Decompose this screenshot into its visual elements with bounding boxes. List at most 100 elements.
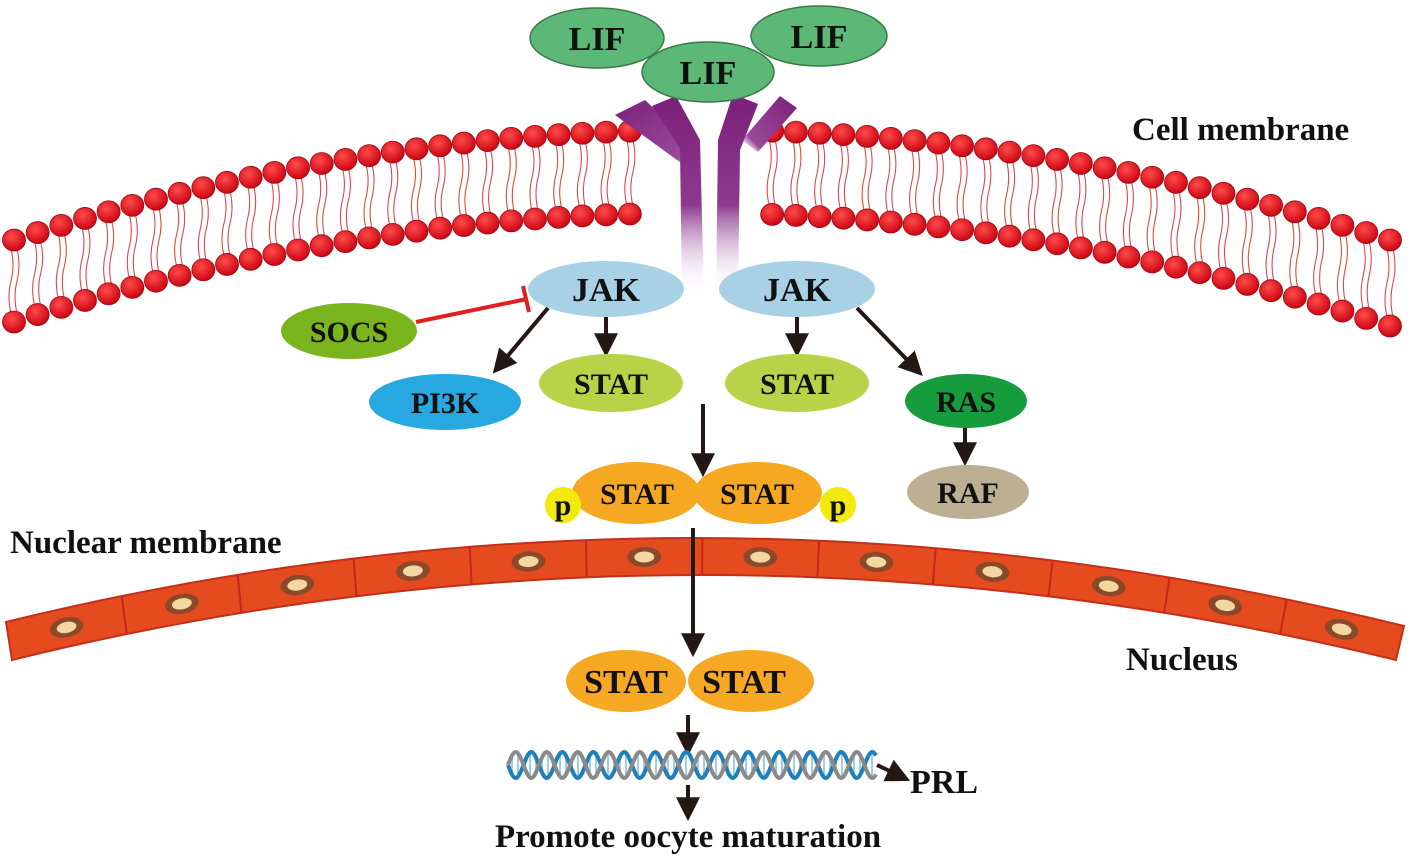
- lipid-tail: [1241, 208, 1247, 276]
- lipid-head-inner: [73, 289, 97, 312]
- lipid-tail: [511, 147, 517, 213]
- cell-border: [1279, 599, 1288, 635]
- lipid-tail: [1319, 227, 1325, 296]
- arrow-dna-prl: [876, 759, 911, 782]
- membrane-cell-nucleus: [859, 552, 894, 573]
- lipid-head-inner: [1330, 299, 1355, 323]
- lipid-head-inner: [973, 221, 998, 245]
- lipid-tail: [38, 241, 44, 306]
- jak-right: JAK: [719, 261, 875, 317]
- lipid-tail: [1051, 168, 1057, 235]
- lipid-tail: [630, 140, 636, 206]
- lipid-tail: [1289, 220, 1295, 289]
- lif-label: LIF: [680, 55, 737, 92]
- lipid-head-outer: [451, 131, 476, 155]
- membrane-cell-nucleus: [1324, 618, 1359, 640]
- lipid-head-outer: [262, 160, 287, 184]
- lipid-head-outer: [215, 170, 239, 194]
- dimer-stat-left-label: STAT: [600, 478, 674, 511]
- lipid-tail: [861, 145, 867, 212]
- lipid-head-inner: [96, 282, 121, 306]
- lipid-head-inner: [144, 269, 168, 293]
- lipid-tail: [1146, 186, 1152, 254]
- lipid-head-inner: [1045, 232, 1070, 256]
- lipid-tail: [535, 145, 541, 211]
- lipid-tail: [891, 147, 897, 214]
- lipid-tail: [1128, 181, 1134, 249]
- lipid-head-inner: [262, 243, 287, 266]
- outcome-label: Promote oocyte maturation: [495, 819, 881, 855]
- lipid-head-inner: [1306, 292, 1331, 316]
- cell-membrane-label: Cell membrane: [1132, 112, 1349, 148]
- lipid-tail: [387, 160, 393, 226]
- lipid-tail: [1247, 208, 1253, 276]
- lipid-head-inner: [286, 238, 310, 262]
- lipid-head-inner: [49, 295, 74, 319]
- lif-ligand-center: LIF: [641, 41, 775, 103]
- lipid-tail: [316, 172, 322, 237]
- lipid-tail: [576, 142, 582, 208]
- lipid-head-inner: [1068, 236, 1093, 260]
- lipid-head-inner: [167, 263, 192, 287]
- lipid-tail: [150, 208, 156, 273]
- lipid-head-inner: [784, 203, 808, 227]
- lipid-head-outer: [1378, 228, 1402, 252]
- lipid-head-inner: [215, 253, 239, 276]
- nuclear-dimer-stat-right-label: STAT: [702, 664, 786, 701]
- membrane-cell-nucleus: [743, 547, 778, 568]
- lipid-head-inner: [902, 212, 927, 236]
- lipid-tail: [85, 227, 91, 292]
- membrane-cell-nucleus: [165, 593, 199, 615]
- stat-right-node: STAT: [725, 354, 869, 412]
- lipid-head-outer: [357, 144, 381, 168]
- lipid-tail: [1057, 168, 1063, 235]
- phospho-label-left: p: [555, 489, 572, 522]
- lipid-tail: [582, 142, 588, 208]
- pathway-arrows: [415, 285, 977, 822]
- lipid-heads: [2, 119, 1402, 338]
- cell-border: [1163, 577, 1171, 613]
- jak-left-label: JAK: [572, 272, 641, 309]
- lipid-head-inner: [594, 203, 619, 227]
- cell-border: [816, 540, 821, 578]
- lipid-head-outer: [570, 121, 595, 145]
- socs-label: SOCS: [310, 316, 388, 349]
- cell-border: [931, 548, 937, 585]
- lipid-tail: [345, 168, 351, 233]
- lipid-head-outer: [1306, 207, 1331, 230]
- lipid-head-inner: [546, 205, 571, 229]
- lipid-tail: [1384, 248, 1390, 318]
- lipid-tail: [1200, 196, 1206, 264]
- lipid-tail: [197, 196, 203, 261]
- lipid-head-outer: [1235, 187, 1260, 211]
- lipid-tail: [61, 234, 67, 299]
- lipid-head-outer: [428, 134, 453, 158]
- lipid-head-inner: [1378, 314, 1402, 338]
- lipid-head-outer: [1211, 181, 1236, 205]
- lipid-head-outer: [25, 221, 50, 244]
- lipid-head-inner: [475, 211, 500, 235]
- lipid-tail: [79, 227, 85, 292]
- lipid-head-inner: [191, 258, 216, 282]
- lipid-tail: [1105, 176, 1111, 244]
- lipid-head-inner: [617, 202, 642, 226]
- lipid-head-inner: [380, 223, 405, 246]
- lipid-head-outer: [404, 137, 429, 161]
- lipid-head-inner: [309, 234, 334, 258]
- lipid-tail: [1313, 227, 1319, 296]
- lipid-head-outer: [1140, 165, 1165, 189]
- lipid-head-inner: [451, 214, 476, 237]
- lipid-head-outer: [831, 123, 856, 147]
- lipid-head-inner: [404, 219, 429, 243]
- lipid-tail: [606, 140, 612, 206]
- lipid-head-outer: [120, 193, 145, 217]
- lipid-head-outer: [286, 156, 310, 180]
- lipid-head-outer: [546, 123, 571, 147]
- lipid-head-outer: [973, 137, 998, 161]
- lipid-tail: [369, 164, 375, 230]
- membrane-cell-nucleus: [975, 561, 1010, 582]
- lif-receptor: [615, 94, 797, 295]
- lipid-tail: [416, 157, 423, 223]
- lipid-head-outer: [784, 120, 808, 144]
- lipid-tail: [1027, 164, 1033, 231]
